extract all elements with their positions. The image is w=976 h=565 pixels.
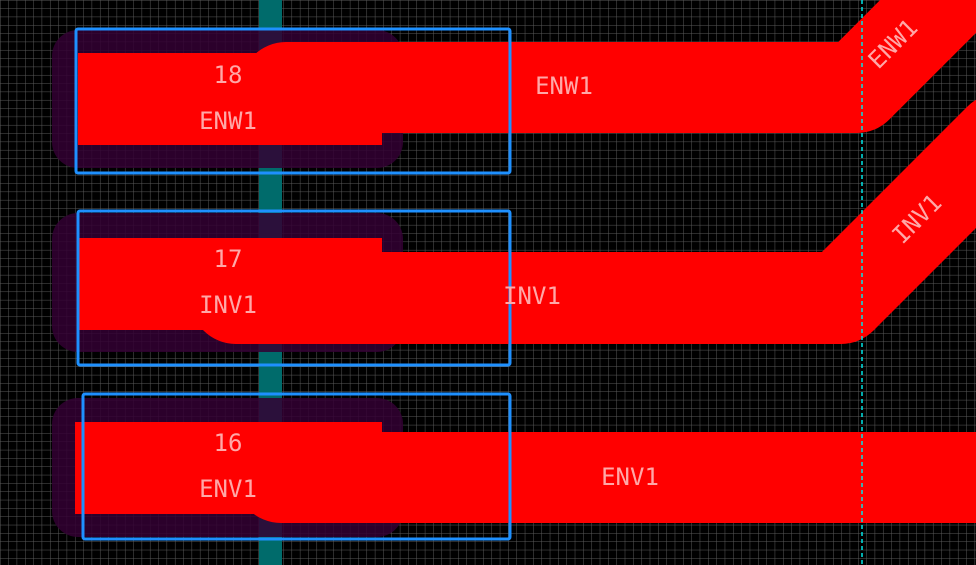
selection-box-pad-17[interactable]: [76, 209, 512, 367]
pad-net-inv1: INV1: [199, 291, 257, 319]
selection-box-pad-18[interactable]: [74, 27, 512, 175]
pad-number-16: 16: [214, 429, 243, 457]
pad-number-18: 18: [214, 61, 243, 89]
trace-enw1[interactable]: [240, 0, 976, 133]
pad-net-enw1: ENW1: [199, 107, 257, 135]
pad-16[interactable]: [75, 422, 382, 514]
pad-18[interactable]: [78, 53, 382, 145]
selection-box-pad-16[interactable]: [81, 392, 512, 541]
trace-label-env1: ENV1: [601, 463, 659, 491]
pad-number-17: 17: [214, 245, 243, 273]
pad-net-env1: ENV1: [199, 475, 257, 503]
pad-17[interactable]: [78, 238, 382, 330]
trace-inv1[interactable]: [190, 99, 976, 344]
trace-label-enw1: ENW1: [535, 72, 593, 100]
trace-label-inv1: INV1: [503, 282, 561, 310]
